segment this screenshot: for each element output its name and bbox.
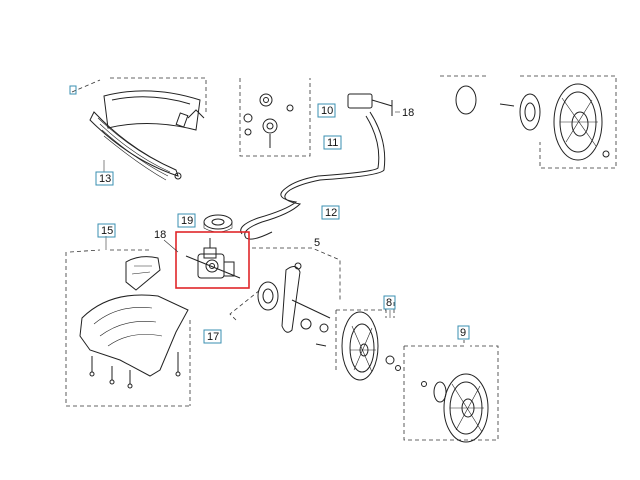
callout-box-10	[317, 103, 336, 118]
callout-5: 5	[314, 237, 320, 249]
callout-15: 15	[101, 225, 113, 237]
callout-box-17	[203, 329, 222, 344]
gearbox-highlight-frame	[175, 231, 250, 289]
callout-box-11	[323, 135, 342, 150]
part-pulley	[203, 214, 233, 233]
part-grille-assembly	[71, 77, 207, 181]
callout-box-8	[383, 295, 396, 310]
part-wheel-hub	[335, 302, 401, 381]
part-drive-shaft-group	[229, 247, 341, 347]
part-drive-belt	[240, 111, 386, 240]
callout-18-top: 18	[402, 107, 414, 119]
callout-11: 11	[327, 137, 338, 149]
callout-19: 19	[181, 215, 193, 227]
callout-13: 13	[99, 173, 111, 185]
callout-box-13	[95, 171, 114, 186]
part-rear-wheel	[440, 75, 617, 169]
part-cable-bracket	[347, 93, 400, 116]
callout-9: 9	[460, 327, 466, 339]
callout-box-9	[457, 325, 470, 340]
callout-18-gearbox: 18	[154, 229, 166, 241]
corner-callout-marker	[69, 85, 77, 95]
callout-8: 8	[386, 297, 392, 309]
part-hardware-group	[239, 78, 311, 157]
callout-box-12	[321, 205, 340, 220]
callout-10: 10	[321, 105, 333, 117]
part-front-cover	[65, 236, 191, 407]
callout-box-15	[97, 223, 116, 238]
callout-17: 17	[207, 331, 219, 343]
callout-box-19	[177, 213, 196, 228]
part-gearbox	[185, 238, 241, 279]
part-front-wheel	[403, 340, 499, 443]
callout-12: 12	[325, 207, 337, 219]
